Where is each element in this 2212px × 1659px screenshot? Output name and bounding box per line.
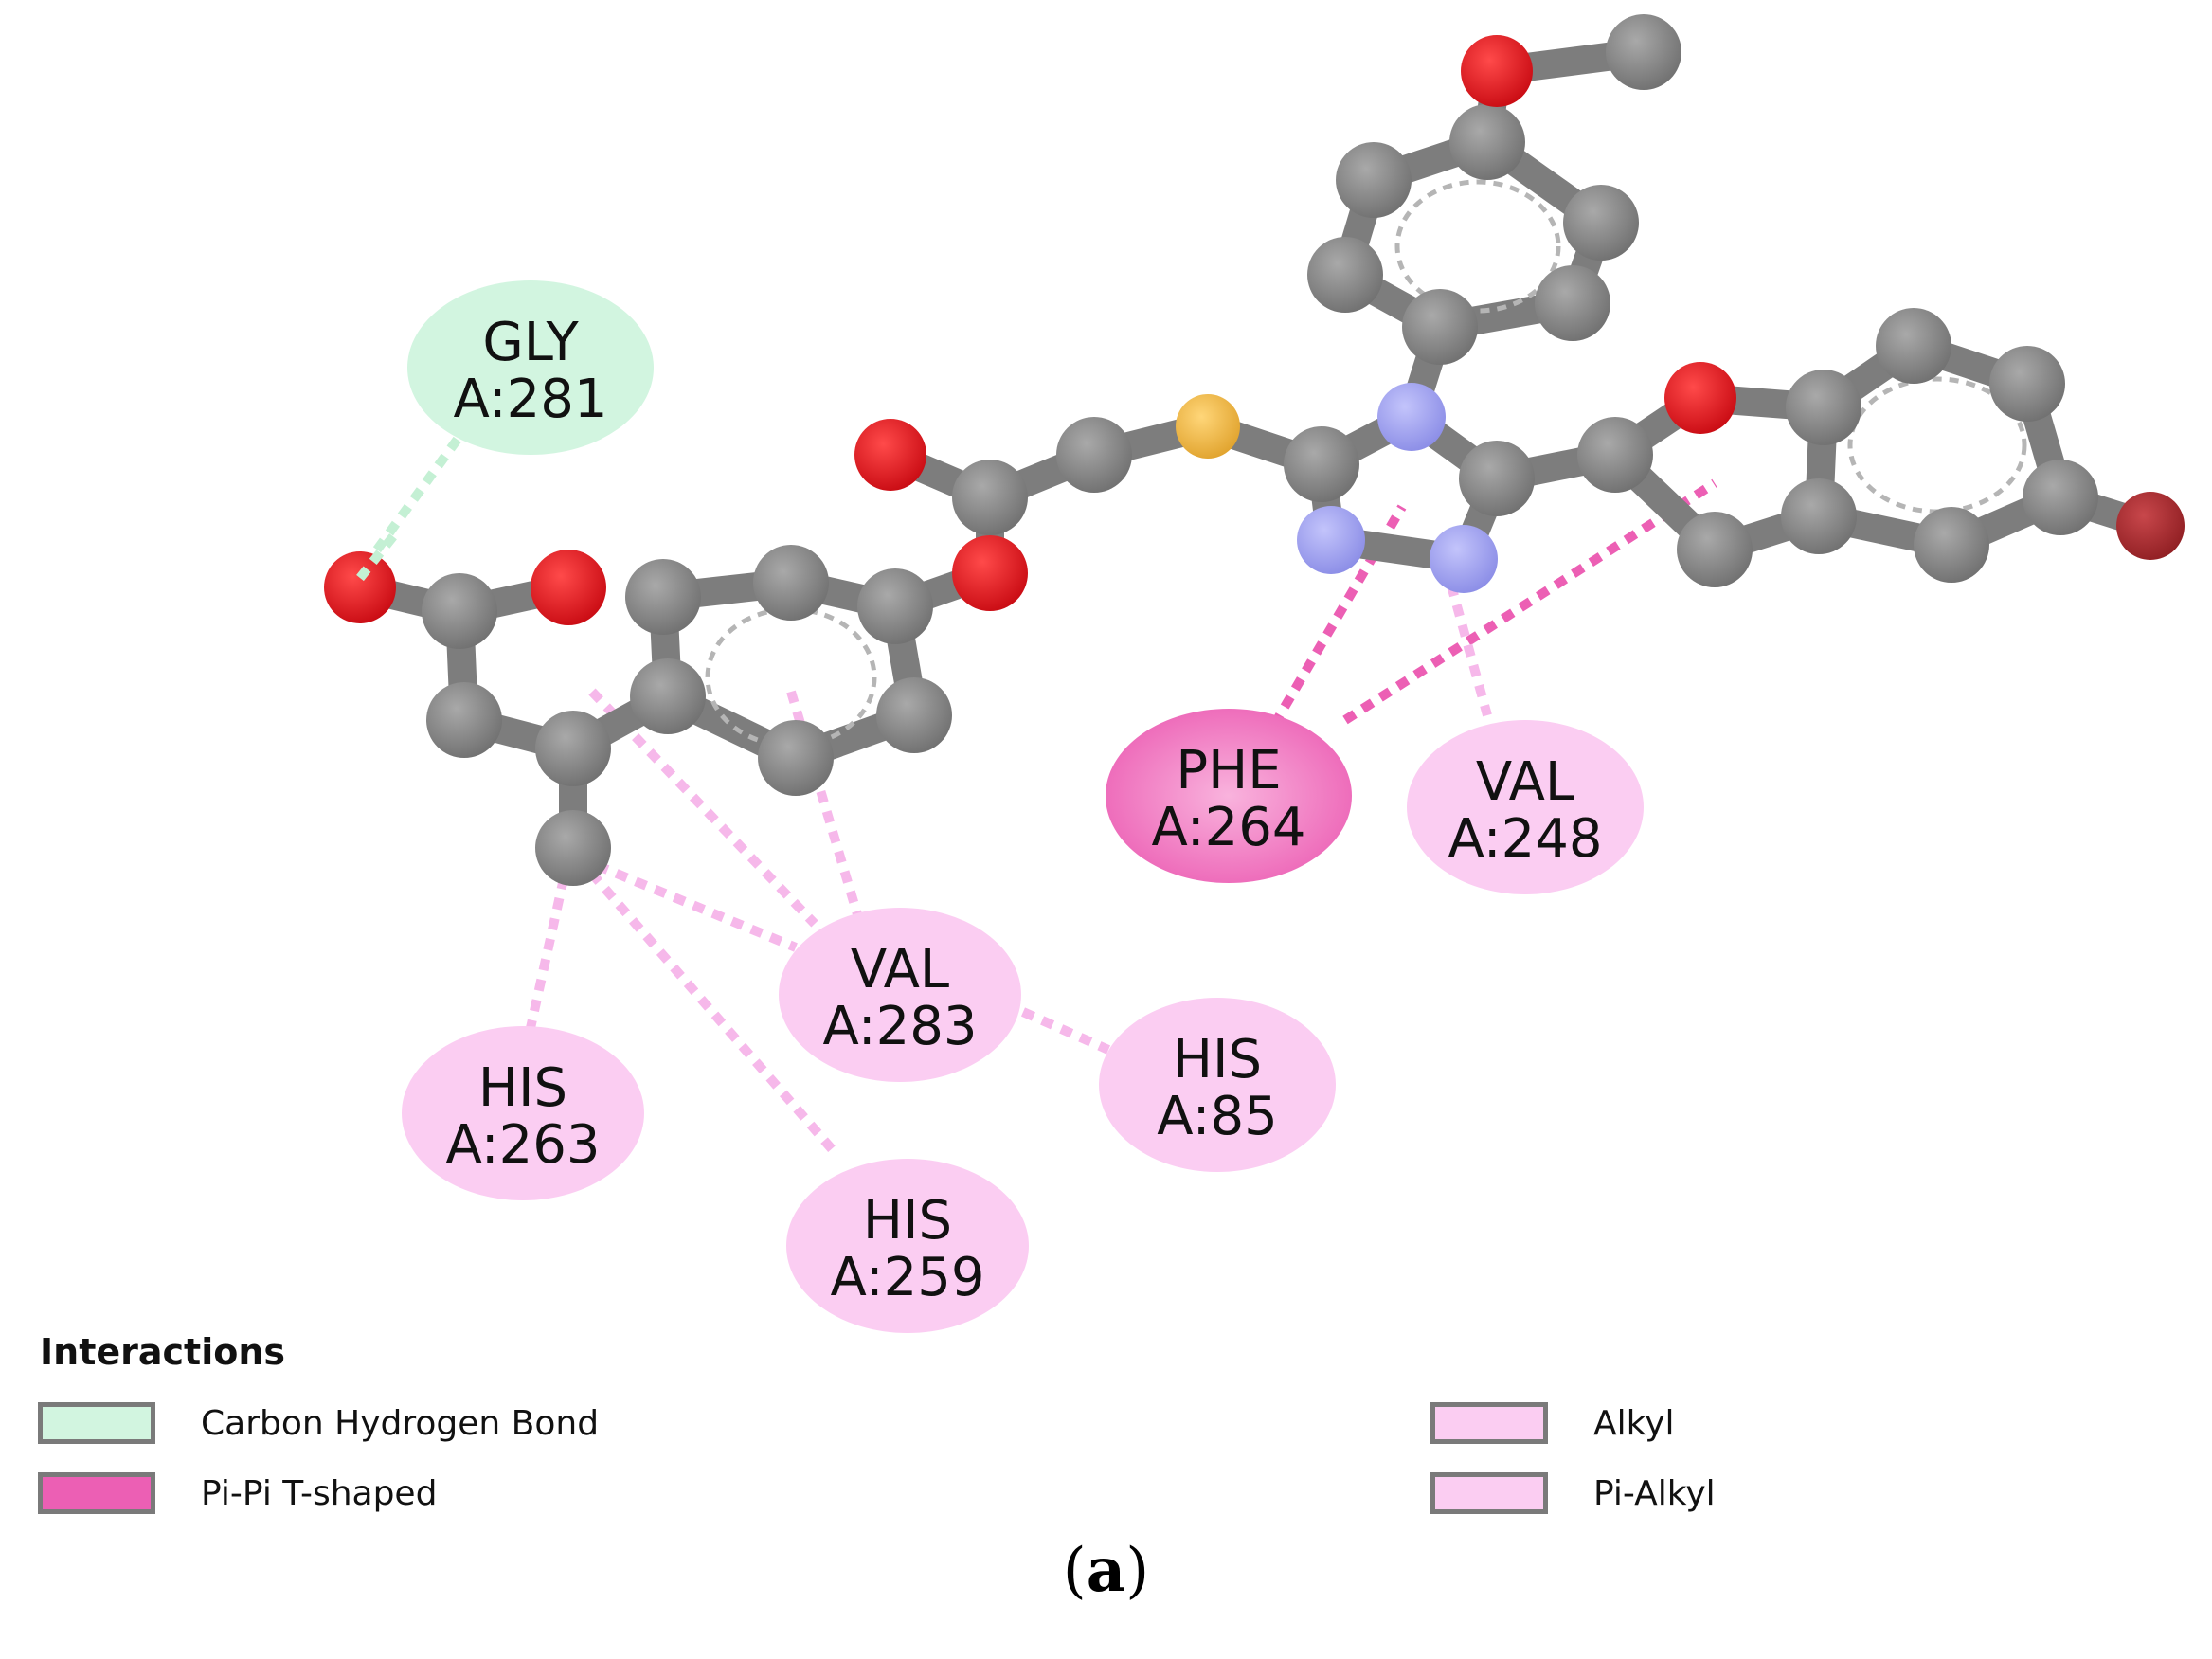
residue-disc-val283 — [779, 908, 1021, 1082]
residue-position-his259: A:259 — [830, 1247, 984, 1308]
residue-name-his85: HIS — [1173, 1029, 1262, 1091]
residue-name-phe264: PHE — [1176, 740, 1281, 802]
residue-disc-his259 — [786, 1159, 1029, 1333]
alkyl-line-val283-a — [576, 853, 798, 952]
residue-position-val283: A:283 — [822, 996, 977, 1057]
residue-name-val283: VAL — [851, 939, 949, 1001]
legend-item-pi-pi-t-shaped: Pi-Pi T-shaped — [38, 1469, 437, 1518]
residue-name-his263: HIS — [478, 1057, 567, 1119]
residue-position-his263: A:263 — [445, 1114, 600, 1176]
pipi-line-phe264-b — [1342, 478, 1717, 725]
legend-label-pi-alkyl: Pi-Alkyl — [1593, 1473, 1716, 1513]
residue-name-val248: VAL — [1476, 751, 1574, 813]
legend-swatch-carbon-hydrogen-bond — [38, 1402, 155, 1444]
residue-disc-gly281 — [407, 280, 654, 455]
legend-item-alkyl: Alkyl — [1430, 1398, 1675, 1448]
hbond-line-gly281 — [360, 414, 478, 569]
pialkyl-line-val283-c — [786, 690, 862, 916]
residue-position-his85: A:85 — [1157, 1086, 1277, 1147]
legend-title: Interactions — [40, 1331, 286, 1373]
pialkyl-line-his85 — [1020, 1007, 1111, 1055]
legend-swatch-pi-alkyl — [1430, 1472, 1548, 1514]
legend-label-alkyl: Alkyl — [1593, 1403, 1675, 1443]
legend-swatch-alkyl — [1430, 1402, 1548, 1444]
residue-disc-his85 — [1099, 998, 1336, 1172]
legend-item-carbon-hydrogen-bond: Carbon Hydrogen Bond — [38, 1398, 599, 1448]
residue-position-phe264: A:264 — [1151, 797, 1305, 858]
legend-item-pi-alkyl: Pi-Alkyl — [1430, 1469, 1716, 1518]
residue-discs: GLYA:281PHEA:264VALA:248VALA:283HISA:85H… — [402, 280, 1644, 1333]
residue-position-val248: A:248 — [1448, 808, 1602, 870]
alkyl-line-his259 — [574, 854, 837, 1155]
legend-label-pi-pi-t-shaped: Pi-Pi T-shaped — [201, 1473, 438, 1513]
residue-name-his259: HIS — [863, 1190, 952, 1252]
legend-swatch-pi-pi-t-shaped — [38, 1472, 155, 1514]
residue-name-gly281: GLY — [482, 312, 579, 373]
residue-disc-phe264 — [1106, 709, 1352, 883]
residue-disc-val248 — [1407, 720, 1644, 894]
figure-caption: (a) — [1062, 1535, 1150, 1606]
residue-position-gly281: A:281 — [453, 369, 607, 430]
hbond-line-overlay — [356, 527, 402, 582]
atoms — [324, 14, 2185, 886]
legend-label-carbon-hydrogen-bond: Carbon Hydrogen Bond — [201, 1403, 600, 1443]
alkyl-line-his263 — [526, 856, 573, 1030]
residue-disc-his263 — [402, 1026, 644, 1200]
